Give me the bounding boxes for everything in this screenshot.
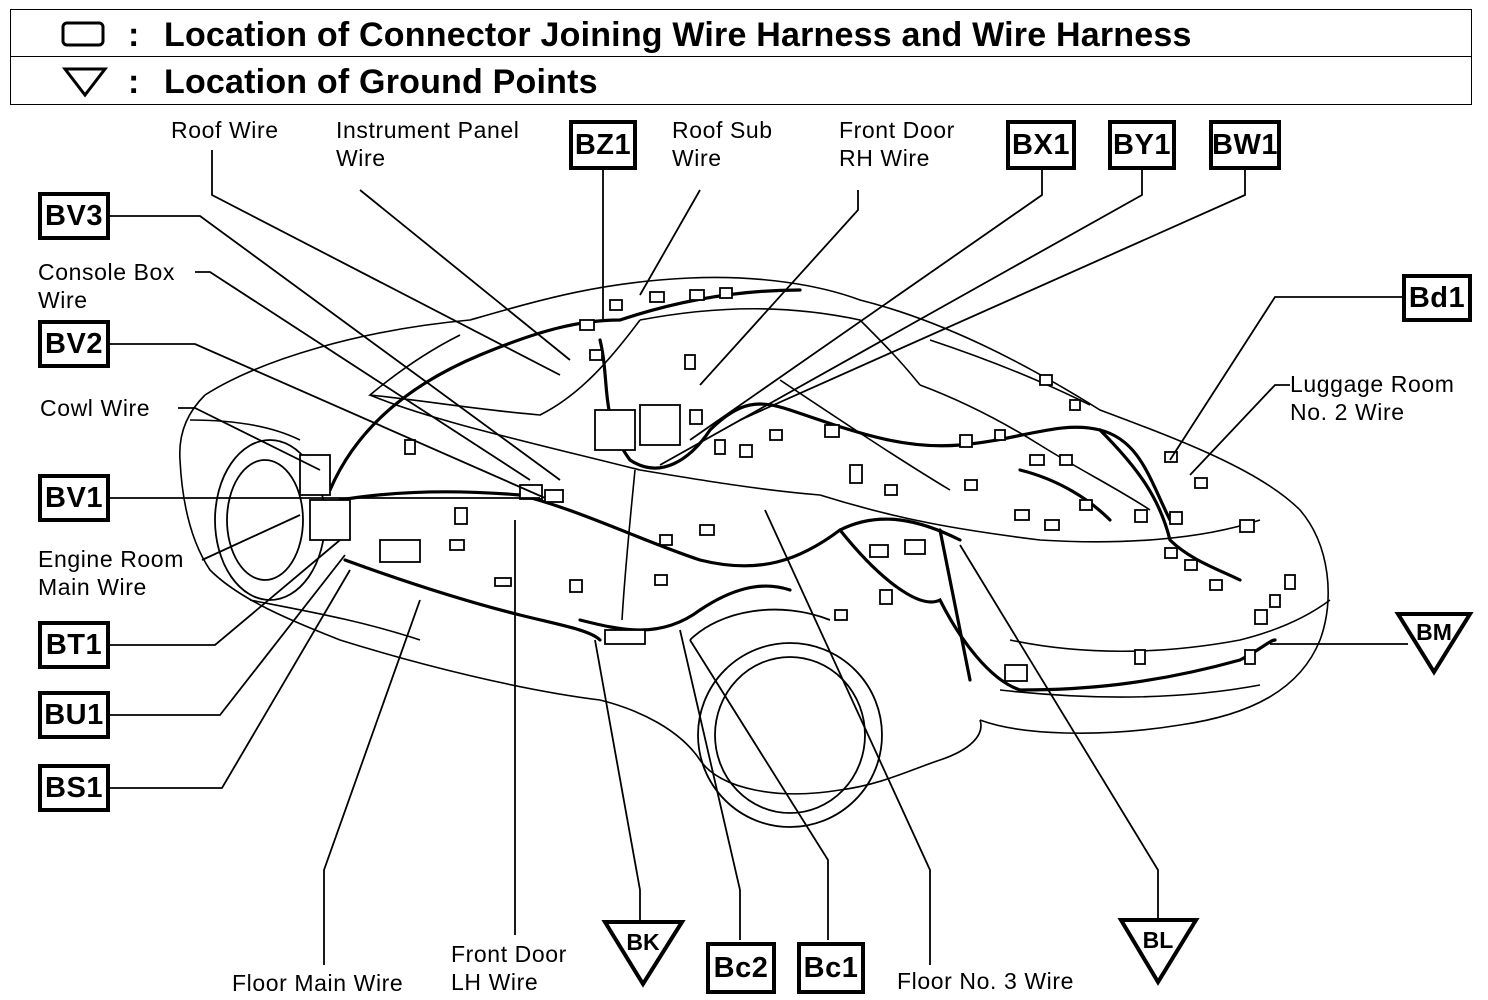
- connector-bv2: BV2: [38, 320, 110, 368]
- connector-symbol-icon: [61, 21, 105, 47]
- connector-bs1: BS1: [38, 764, 110, 812]
- label-roof-sub-wire: Roof Sub Wire: [672, 116, 773, 172]
- console-box-line1: Console Box: [38, 259, 176, 285]
- label-instrument-panel-wire: Instrument Panel Wire: [336, 116, 519, 172]
- connector-bx1: BX1: [1006, 120, 1076, 170]
- front-door-lh-line1: Front Door: [451, 941, 567, 967]
- legend-row-ground: : Location of Ground Points: [11, 57, 1471, 104]
- roof-sub-line2: Wire: [672, 145, 722, 171]
- label-engine-room-main-wire: Engine Room Main Wire: [38, 545, 184, 601]
- legend-colon: :: [128, 16, 140, 54]
- instrument-panel-line2: Wire: [336, 145, 386, 171]
- front-door-rh-line2: RH Wire: [839, 145, 931, 171]
- engine-room-line2: Main Wire: [38, 574, 147, 600]
- harness-connector-blocks: [299, 287, 1296, 682]
- connector-bv3: BV3: [38, 192, 110, 240]
- connector-bt1: BT1: [38, 621, 110, 669]
- ground-symbol-icon: [61, 67, 109, 98]
- connector-bc1: Bc1: [797, 942, 865, 994]
- rear-wheel: [689, 608, 883, 828]
- front-door-rh-line1: Front Door: [839, 117, 955, 143]
- legend-box: : Location of Connector Joining Wire Har…: [10, 9, 1472, 105]
- front-door-lh-line2: LH Wire: [451, 969, 539, 995]
- cowl-wire-text: Cowl Wire: [40, 395, 151, 421]
- luggage-room-line2: No. 2 Wire: [1290, 399, 1405, 425]
- wire-harness-bundles: [328, 288, 1277, 692]
- legend-ground-text: Location of Ground Points: [164, 63, 598, 101]
- leader-lines: [110, 150, 1408, 965]
- legend-colon: :: [128, 63, 140, 101]
- label-console-box-wire: Console Box Wire: [38, 258, 175, 314]
- connector-bu1: BU1: [38, 691, 110, 739]
- floor-main-wire-text: Floor Main Wire: [232, 970, 404, 996]
- legend-connector-text: Location of Connector Joining Wire Harne…: [164, 16, 1192, 54]
- connector-bw1: BW1: [1209, 120, 1281, 170]
- roof-sub-line1: Roof Sub: [672, 117, 773, 143]
- label-floor-main-wire: Floor Main Wire: [232, 969, 403, 997]
- legend-row-connector: : Location of Connector Joining Wire Har…: [11, 10, 1471, 57]
- label-cowl-wire: Cowl Wire: [40, 394, 150, 422]
- label-front-door-lh-wire: Front Door LH Wire: [451, 940, 567, 996]
- connector-by1: BY1: [1108, 120, 1176, 170]
- connector-bz1: BZ1: [569, 120, 637, 170]
- label-floor-no3-wire: Floor No. 3 Wire: [897, 967, 1074, 995]
- console-box-line2: Wire: [38, 287, 88, 313]
- label-roof-wire: Roof Wire: [171, 116, 279, 144]
- connector-bv1: BV1: [38, 474, 110, 522]
- floor-no3-wire-text: Floor No. 3 Wire: [897, 968, 1075, 994]
- label-front-door-rh-wire: Front Door RH Wire: [839, 116, 955, 172]
- label-luggage-room-no2-wire: Luggage Room No. 2 Wire: [1290, 370, 1454, 426]
- instrument-panel-line1: Instrument Panel: [336, 117, 520, 143]
- engine-room-line1: Engine Room: [38, 546, 184, 572]
- connector-bc2: Bc2: [706, 942, 776, 994]
- luggage-room-line1: Luggage Room: [1290, 371, 1455, 397]
- roof-wire-text: Roof Wire: [171, 117, 279, 143]
- car-body-outline: [179, 276, 1331, 795]
- connector-bd1: Bd1: [1402, 274, 1472, 322]
